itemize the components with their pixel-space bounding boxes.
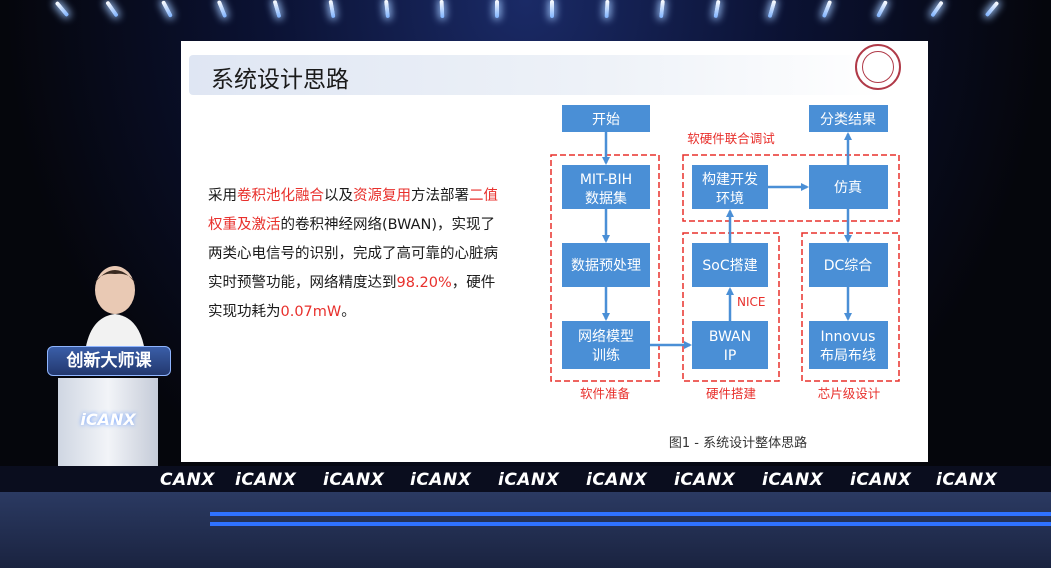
spotlight — [659, 0, 665, 19]
highlight-text: 98.20% — [396, 275, 452, 291]
presenter-figure — [85, 266, 145, 352]
spotlight — [767, 0, 777, 19]
node-sim: 仿真 — [809, 165, 888, 209]
banner-logo: CANX — [160, 470, 215, 490]
spotlight — [495, 0, 499, 18]
banner-logo: iCANX — [235, 470, 297, 490]
flowchart: 软硬件联合调试 软件准备 硬件搭建 芯片级设计 开始 MIT-BIH 数据集 数… — [550, 105, 900, 451]
body-text: 。 — [341, 304, 356, 320]
spotlight — [384, 0, 390, 19]
floor-light-stripe — [210, 522, 1051, 526]
svg-text:Innovus: Innovus — [821, 329, 876, 345]
slide-title: 系统设计思路 — [211, 67, 349, 93]
spotlight — [216, 0, 228, 19]
node-bwan-ip: BWAN IP — [692, 321, 768, 369]
body-text: 采用 — [208, 188, 237, 204]
node-start: 开始 — [562, 105, 650, 132]
banner-logo: iCANX — [762, 470, 824, 490]
node-train: 网络模型 训练 — [562, 321, 650, 369]
podium-logo: iCANX — [80, 410, 136, 429]
presentation-slide: 系统设计思路 采用卷积池化融合以及资源复用方法部署二值权重及激活的卷积神经网络(… — [181, 41, 928, 462]
podium-sign-text: 创新大师课 — [66, 351, 152, 371]
diagram-caption: 图1 - 系统设计整体思路 — [669, 435, 807, 451]
spotlight — [821, 0, 833, 19]
highlight-text: 卷积池化融合 — [237, 188, 324, 204]
svg-text:网络模型: 网络模型 — [578, 329, 634, 345]
group-label-cosim: 软硬件联合调试 — [687, 131, 775, 146]
node-dev-env: 构建开发 环境 — [692, 165, 768, 209]
spotlight — [272, 0, 282, 19]
spotlight — [984, 0, 1000, 18]
spotlight — [105, 0, 119, 18]
group-label-chip: 芯片级设计 — [818, 386, 881, 401]
spotlight — [328, 0, 336, 19]
body-text: 以及 — [324, 188, 353, 204]
banner-logo: iCANX — [850, 470, 912, 490]
node-dc: DC综合 — [809, 243, 888, 287]
logo-banner — [0, 466, 1051, 492]
node-innovus: Innovus 布局布线 — [809, 321, 888, 369]
body-text: 的卷积神经网络(BWAN)，实现了两类心电信号的识别，完成了高可靠的心脏病实时预… — [208, 217, 498, 291]
svg-text:构建开发: 构建开发 — [702, 172, 758, 188]
node-result: 分类结果 — [809, 105, 888, 132]
slide-title-bar: 系统设计思路 — [189, 55, 885, 95]
node-mitbih: MIT-BIH 数据集 — [562, 165, 650, 209]
spotlight — [713, 0, 721, 19]
spotlight — [876, 0, 888, 18]
group-cosim — [682, 154, 900, 222]
svg-text:仿真: 仿真 — [834, 180, 862, 196]
svg-text:IP: IP — [724, 348, 737, 364]
slide-description: 采用卷积池化融合以及资源复用方法部署二值权重及激活的卷积神经网络(BWAN)，实… — [208, 182, 508, 327]
group-chip — [801, 232, 900, 382]
svg-text:DC综合: DC综合 — [824, 258, 873, 274]
svg-text:MIT-BIH: MIT-BIH — [580, 172, 632, 188]
university-emblem-icon — [855, 44, 901, 90]
spotlight — [604, 0, 610, 19]
svg-text:开始: 开始 — [592, 112, 620, 128]
spotlight — [930, 0, 944, 18]
svg-text:布局布线: 布局布线 — [820, 348, 876, 364]
node-preprocess: 数据预处理 — [562, 243, 650, 287]
banner-logo: iCANX — [323, 470, 385, 490]
svg-text:分类结果: 分类结果 — [820, 112, 876, 128]
highlight-text: 0.07mW — [280, 304, 342, 320]
spotlight — [550, 0, 554, 18]
svg-text:训练: 训练 — [592, 348, 620, 364]
podium-sign: 创新大师课 — [47, 346, 171, 376]
banner-logo: iCANX — [936, 470, 998, 490]
banner-logo: iCANX — [586, 470, 648, 490]
spotlight — [439, 0, 445, 19]
group-label-hardware: 硬件搭建 — [706, 386, 757, 401]
svg-text:数据预处理: 数据预处理 — [571, 258, 641, 274]
body-text: 方法部署 — [411, 188, 469, 204]
svg-text:数据集: 数据集 — [585, 190, 627, 207]
banner-logo: iCANX — [410, 470, 472, 490]
stage-floor — [0, 492, 1051, 568]
edge-label-nice: NICE — [737, 295, 765, 309]
banner-logo: iCANX — [498, 470, 560, 490]
spotlight — [54, 0, 70, 18]
highlight-text: 二值权重及激活 — [208, 188, 498, 233]
svg-text:SoC搭建: SoC搭建 — [702, 258, 757, 274]
svg-text:环境: 环境 — [716, 191, 744, 207]
spotlight — [161, 0, 173, 18]
floor-light-stripe — [210, 512, 1051, 516]
group-label-software: 软件准备 — [580, 386, 631, 401]
node-soc: SoC搭建 — [692, 243, 768, 287]
svg-text:BWAN: BWAN — [709, 329, 751, 345]
highlight-text: 资源复用 — [353, 188, 411, 204]
banner-logo: iCANX — [674, 470, 736, 490]
body-text: ，硬件实现功耗为 — [208, 275, 496, 320]
